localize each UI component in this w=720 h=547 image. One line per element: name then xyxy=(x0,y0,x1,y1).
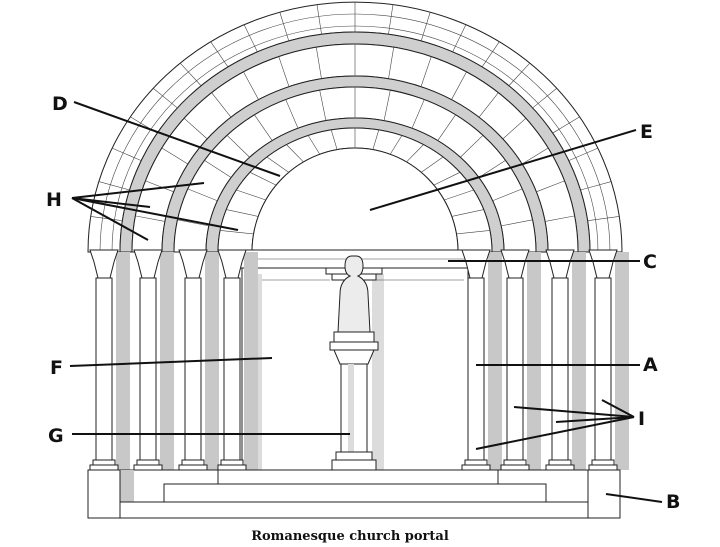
label-f: F xyxy=(50,357,63,379)
voussoir-joint xyxy=(249,172,277,186)
voussoir-joint xyxy=(456,230,490,235)
trumeau xyxy=(325,255,383,471)
voussoir-joint xyxy=(508,62,531,86)
voussoir-joint xyxy=(502,118,527,140)
voussoir-joint xyxy=(226,209,259,217)
jamb-column xyxy=(500,249,541,471)
voussoir-joint xyxy=(90,216,123,221)
voussoir-joint xyxy=(388,47,395,79)
voussoir-joint xyxy=(421,156,444,173)
jamb-column xyxy=(461,249,502,471)
voussoir-joint xyxy=(179,62,202,86)
label-a: A xyxy=(643,354,658,376)
jamb-column xyxy=(588,249,629,471)
plinth xyxy=(87,469,621,519)
voussoir-joint xyxy=(545,215,575,222)
label-d: D xyxy=(52,93,68,115)
voussoir-joint xyxy=(552,116,580,134)
label-b: B xyxy=(666,491,680,513)
voussoir-joint xyxy=(492,188,523,201)
voussoir-joint xyxy=(112,147,142,161)
voussoir-joint xyxy=(153,88,178,109)
jamb-column xyxy=(133,249,174,471)
voussoir-joint xyxy=(210,41,229,68)
voussoir-joint xyxy=(177,219,209,227)
voussoir-joint xyxy=(420,12,431,42)
voussoir-joint xyxy=(98,181,130,191)
voussoir-joint xyxy=(532,88,557,109)
voussoir-joint xyxy=(501,219,533,227)
voussoir-joint xyxy=(285,99,299,129)
voussoir-joint xyxy=(437,114,456,141)
voussoir-joint xyxy=(243,71,259,100)
voussoir-joint xyxy=(587,216,620,221)
voussoir-joint xyxy=(145,180,174,193)
voussoir-joint xyxy=(478,160,506,178)
voussoir-joint xyxy=(388,4,394,35)
voussoir-joint xyxy=(330,129,338,150)
voussoir-joint xyxy=(536,180,565,193)
jamb-column xyxy=(217,249,258,471)
voussoir-joint xyxy=(315,47,322,79)
voussoir-joint xyxy=(226,135,250,158)
voussoir-joint xyxy=(220,230,254,235)
voussoir-joint xyxy=(286,144,304,163)
voussoir-joint xyxy=(383,90,391,121)
label-e: E xyxy=(640,121,653,143)
label-g: G xyxy=(48,425,64,447)
voussoir-joint xyxy=(451,209,484,217)
voussoir-joint xyxy=(278,56,290,87)
voussoir-joint xyxy=(307,135,321,155)
voussoir-joint xyxy=(521,147,549,165)
voussoir-joint xyxy=(389,135,403,155)
voussoir-joint xyxy=(411,99,425,129)
voussoir-joint xyxy=(187,188,218,201)
voussoir-joint xyxy=(406,144,424,163)
voussoir-joint xyxy=(452,24,467,53)
voussoir-joint xyxy=(420,56,432,87)
voussoir-joint xyxy=(183,118,208,140)
jamb-column xyxy=(545,249,586,471)
voussoir-joint xyxy=(135,215,165,222)
voussoir-joint xyxy=(279,12,290,42)
voussoir-joint xyxy=(580,181,612,191)
diagram-caption: Romanesque church portal xyxy=(251,529,449,544)
jamb-columns xyxy=(89,249,629,471)
voussoir-joint xyxy=(211,92,232,118)
voussoir-joint xyxy=(254,114,273,141)
label-h: H xyxy=(46,189,62,211)
voussoir-joint xyxy=(372,129,380,150)
voussoir-joint xyxy=(316,4,322,35)
archivolts xyxy=(87,1,623,253)
voussoir-joint xyxy=(481,41,500,68)
voussoir-joint xyxy=(236,189,266,201)
voussoir-joint xyxy=(451,71,467,100)
voussoir-joint xyxy=(204,160,232,178)
voussoir-joint xyxy=(478,92,499,118)
voussoir-joint xyxy=(568,147,598,161)
jamb-column xyxy=(89,249,130,471)
voussoir-joint xyxy=(444,189,474,201)
label-c: C xyxy=(643,251,657,273)
voussoir-joint xyxy=(266,156,289,173)
voussoir-joint xyxy=(161,147,189,165)
voussoir-joint xyxy=(433,172,461,186)
voussoir-joint xyxy=(460,135,484,158)
jamb-column xyxy=(178,249,219,471)
voussoir-joint xyxy=(243,24,258,53)
label-i: I xyxy=(638,408,645,430)
tympanum xyxy=(251,147,459,253)
leader-lines xyxy=(69,101,663,503)
voussoir-joint xyxy=(319,90,327,121)
